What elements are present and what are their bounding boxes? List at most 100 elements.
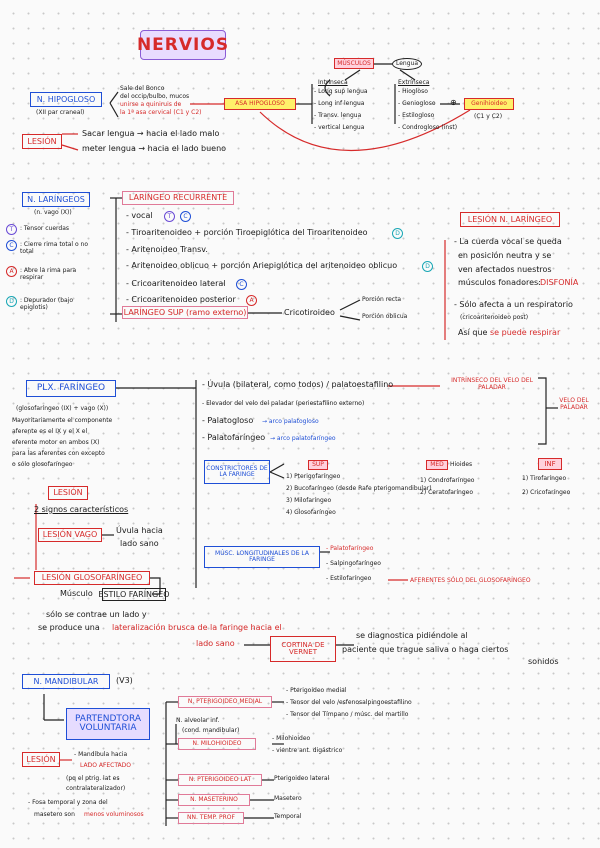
laringeos-sub: (n. vago (X)) [34, 209, 72, 216]
diag-3: sonidos [528, 657, 559, 666]
faringeo-box: PLX. FARÍNGEO [26, 380, 116, 397]
tiro-d-icon: D [392, 228, 403, 239]
hipogloso-note3: unirse a quiniruis de [120, 101, 182, 108]
intrinseca-label: Intrínseca [318, 79, 348, 86]
faringeo-list-3: - Palatogloso [202, 416, 254, 425]
inf-box: INF [538, 458, 562, 470]
med-item-1: 1) Condrofaríngeo [420, 477, 475, 484]
milohioideo-box: N. MILOHIOIDEO [178, 738, 256, 750]
laringeo-sup-box: LARÍNGEO SUP (ramo externo) [122, 306, 248, 319]
pm-item-1: - Pterigoideo medial [286, 687, 347, 694]
intrinseca-item-1: - Long sup lengua [314, 88, 368, 95]
recurrente-item-5: - Cricoaritenoideo lateral [126, 279, 226, 288]
contrae-1: sólo se contrae un lado y [46, 610, 147, 619]
mand-lesion-6: masetero son [34, 811, 75, 818]
page-title: NERVIOS [137, 30, 228, 60]
pterigoideo-lat-box: N. PTERIGOIDEO LAT [178, 774, 262, 786]
lesion-laringeo-1: - La cuerda vocal se queda [454, 237, 562, 246]
musculos-box: MÚSCULOS [334, 58, 374, 69]
contrae-2b: lateralización brusca de la faringe haci… [112, 623, 282, 632]
genihioideo-sub: (C1 y C2) [474, 113, 503, 120]
sup-item-2: 2) Bucofaríngeo (desde Rafe pterigomandi… [286, 485, 432, 492]
hipogloso-box: N. HIPOGLOSO [30, 92, 102, 107]
long-item-1: - Palatofaríngeo [326, 545, 374, 552]
med-item-2: 2) Ceratofaríngeo [420, 489, 474, 496]
legend-c-text: : Cierre rima total o no total [20, 241, 89, 255]
ari-d-icon: D [422, 261, 433, 272]
legend-t-icon: T [6, 224, 17, 235]
uvula-text-2: lado sano [120, 539, 159, 548]
disfonia-text: DISFONÍA [540, 278, 579, 287]
legend-a-text: : Abre la rima para respirar [20, 267, 77, 281]
extrinseca-item-1: - Hiogloso [398, 88, 428, 95]
faringeo-p5: para las aferentes con excepto [12, 450, 105, 457]
laringeos-box: N. LARÍNGEOS [22, 192, 90, 207]
contrae-2: se produce una [38, 623, 100, 632]
mandibular-box: N. MANDIBULAR [22, 674, 110, 689]
sup-box: SUP [308, 460, 328, 470]
lesion-laringeo-2: en posición neutra y se [458, 251, 552, 260]
porcion-recta: Porción recta [362, 296, 402, 303]
arco-palatofaringeo: → arco palatofaríngeo [270, 435, 336, 442]
cricotiroideo-text: Cricotiroideo [284, 308, 335, 317]
genihioideo-box: Genihioideo [464, 98, 514, 110]
faringeo-p6: o sólo glosofaríngeo [12, 461, 73, 468]
crico-post-a-icon: A [246, 295, 257, 306]
mand-lesion-5: - Fosa temporal y zona del [28, 799, 108, 806]
legend-c-icon: C [6, 240, 17, 251]
intrinseco-velo: INTRÍNSECO DEL VELO DEL PALADAR [451, 377, 533, 391]
contrae-3: lado sano [196, 639, 235, 648]
faringeo-list-2: - Elevador del velo del paladar (periest… [202, 400, 365, 407]
intrinseca-item-2: - Long inf lengua [314, 100, 365, 107]
musculo-text: Músculo [60, 589, 93, 598]
arco-palatogloso: → arco palatogloso [262, 418, 319, 425]
faringeo-list-4: - Palatofaríngeo [202, 433, 266, 442]
sup-item-3: 3) Milofaríngeo [286, 497, 332, 504]
lesion-laringeo-7b: se puede respirar [490, 328, 561, 337]
recurrente-item-3: - Aritenoideo Transv. [126, 245, 208, 254]
hipogloso-lesion-1: Sacar lengua → hacia el lado malo [82, 129, 220, 138]
alveolar-sub: (cond. mandibular) [182, 727, 240, 734]
recurrente-item-4: - Aritenoideo oblicuo + porción Ariepigl… [126, 261, 398, 270]
legend-d-icon: D [6, 296, 17, 307]
recurrente-item-2: - Tiroaritenoideo + porción Tiroepiglóti… [126, 228, 368, 237]
alveolar-inf: N. alveolar inf. [176, 717, 220, 724]
recurrente-box: LARÍNGEO RECURRENTE [122, 191, 234, 205]
faringeo-p4: eferente motor en ambos (X) [12, 439, 100, 446]
plus-sign: ⊕ [450, 98, 457, 107]
recurrente-item-6: - Cricoaritenoideo posterior [126, 295, 236, 304]
vocal-c-icon: C [180, 211, 191, 222]
pm-item-3: - Tensor del Tímpano / músc. del martill… [286, 711, 409, 718]
cortina-vernet-box: CORTINA DE VERNET [270, 636, 336, 662]
long-item-2: - Salpingofaríngeo [326, 560, 381, 567]
temporal-box: NN. TEMP. PROF [178, 812, 244, 824]
legend-d-text: : Depurador (bajo epiglotis) [20, 297, 74, 311]
longitudinales-box: MÚSC. LONGITUDINALES DE LA FARINGE [204, 546, 320, 568]
med-head: Hioides [450, 461, 473, 468]
hipogloso-note4: la 1ª asa cervical (C1 y C2) [120, 109, 202, 116]
velo-paladar: VELO DEL PALADAR [559, 397, 589, 411]
pl-item: Pterigoideo lateral [274, 775, 330, 782]
vocal-t-icon: T [164, 211, 175, 222]
mandibular-sub: (V3) [116, 676, 133, 685]
intrinseca-item-4: - vertical Lengua [314, 124, 365, 131]
lesion-vago-box: LESIÓN VAGO [38, 528, 102, 542]
signos-text: 2 signos característicos [34, 505, 129, 514]
hipogloso-lesion-box: LESIÓN [22, 134, 62, 149]
hipogloso-sub: (XII par craneal) [36, 109, 85, 116]
hipogloso-lesion-2: meter lengua → hacia el lado bueno [82, 144, 227, 153]
med-box: MED [426, 460, 448, 470]
faringeo-lesion-box: LESIÓN [48, 486, 88, 500]
faringeo-p1: (glosofaríngeo (IX) + vago (X)) [16, 405, 109, 412]
pm-item-2: - Tensor del velo /esfenosalpingoestafil… [286, 699, 412, 706]
te-item: Temporal [274, 813, 302, 820]
porcion-oblicua: Porción oblicua [362, 313, 408, 320]
faringeo-p3: aferente es el IX y el X el [12, 428, 88, 435]
inf-item-1: 1) Tirofaríngeo [522, 475, 567, 482]
lesion-laringeo-5: - Sólo afecta a un respiratorio [454, 300, 573, 309]
sup-item-4: 4) Glosofaríngeo [286, 509, 336, 516]
crico-lat-c-icon: C [236, 279, 247, 290]
lesion-laringeo-7: Así que [458, 328, 488, 337]
maseterino-box: N. MASETERINO [178, 794, 250, 806]
lesion-laringeo-3: ven afectados nuestros [458, 265, 552, 274]
